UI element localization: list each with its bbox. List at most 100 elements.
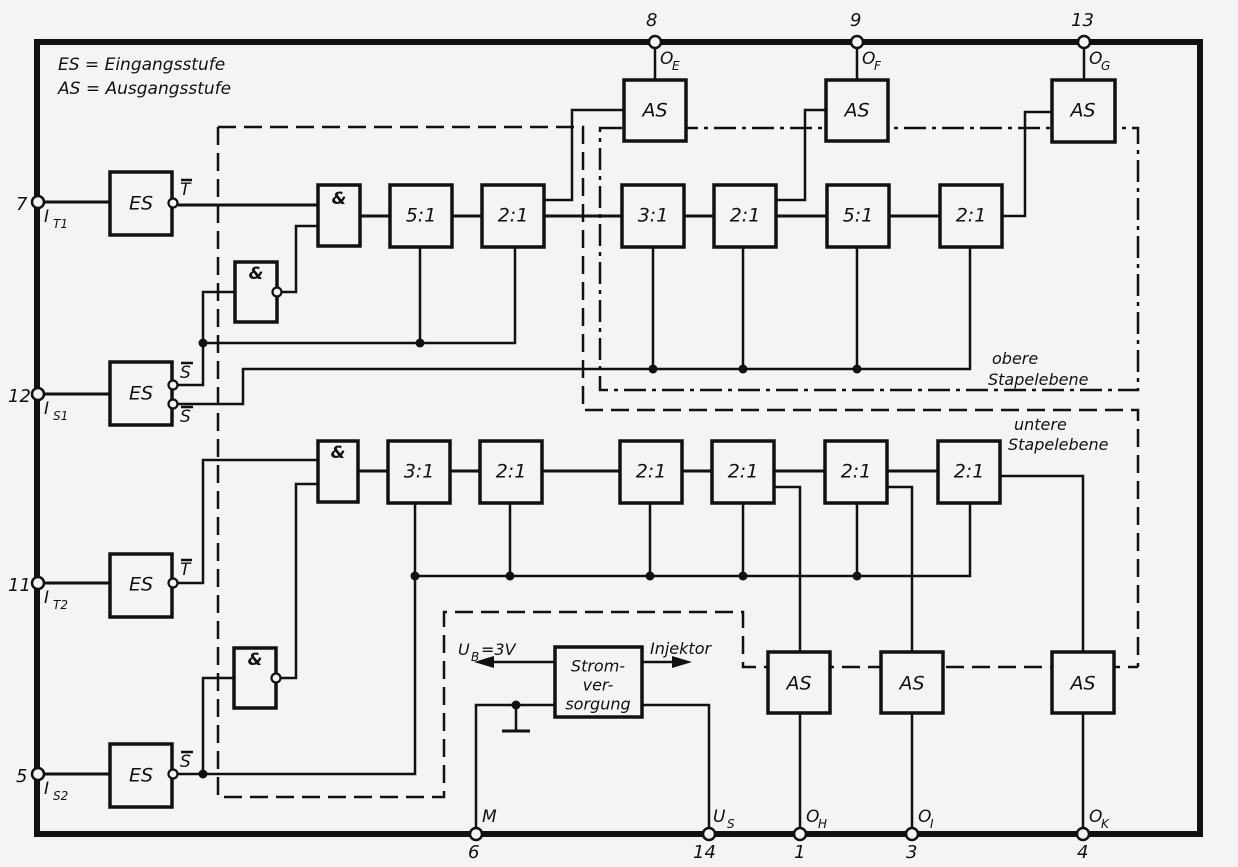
svg-text:H: H [818, 817, 827, 831]
svg-text:F: F [874, 59, 882, 73]
ic-outline [34, 39, 1203, 837]
svg-text:AS: AS [784, 673, 811, 695]
and-gate-upper-main: & [316, 183, 362, 248]
svg-text:&: & [331, 443, 346, 463]
pin-14-us: U S 14 [693, 807, 735, 863]
svg-text:Strom-: Strom- [571, 657, 625, 676]
svg-text:ES: ES [129, 193, 153, 215]
svg-text:S2: S2 [53, 789, 68, 803]
divider-lower-2-1-a: 2:1 [478, 439, 544, 505]
lower-stack-boundary [216, 127, 1138, 799]
svg-text:9: 9 [850, 10, 861, 31]
svg-text:T2: T2 [53, 598, 68, 612]
svg-text:2:1: 2:1 [730, 205, 761, 227]
svg-text:S1: S1 [53, 409, 68, 423]
svg-text:2:1: 2:1 [498, 205, 529, 227]
svg-text:ES = Eingangsstufe: ES = Eingangsstufe [58, 55, 225, 75]
svg-text:ES: ES [129, 765, 153, 787]
divider-lower-2-1-e: 2:1 [936, 439, 1002, 505]
pin-6-m: M 6 [468, 807, 497, 863]
divider-lower-2-1-c: 2:1 [710, 439, 776, 505]
svg-text:AS: AS [897, 673, 924, 695]
divider-upper-3-1: 3:1 [620, 183, 686, 249]
junctions [198, 338, 862, 779]
svg-text:I: I [44, 779, 49, 799]
svg-text:2:1: 2:1 [636, 461, 667, 483]
svg-text:ES: ES [129, 574, 153, 596]
svg-text:S: S [180, 752, 191, 772]
divider-upper-2-1-b: 2:1 [712, 183, 778, 249]
pin-3-oi: O I 3 [904, 807, 934, 863]
pin-4-ok: O K 4 [1075, 807, 1110, 863]
svg-text:O: O [1089, 807, 1102, 827]
svg-text:=3V: =3V [481, 640, 517, 659]
svg-text:3:1: 3:1 [638, 205, 669, 227]
svg-text:O: O [862, 49, 875, 69]
es-block-t2: ES [108, 552, 179, 619]
svg-text:O: O [1089, 49, 1102, 69]
svg-text:T1: T1 [53, 217, 68, 231]
svg-text:1: 1 [794, 842, 805, 863]
divider-upper-5-1-a: 5:1 [388, 183, 454, 249]
svg-text:I: I [44, 207, 49, 227]
svg-text:AS: AS [842, 100, 869, 122]
svg-text:12: 12 [8, 386, 31, 407]
svg-text:K: K [1101, 817, 1110, 831]
pin-13-og: 13 O G [1071, 10, 1110, 73]
svg-text:G: G [1101, 59, 1110, 73]
svg-text:2:1: 2:1 [954, 461, 985, 483]
svg-text:2:1: 2:1 [496, 461, 527, 483]
svg-text:untere: untere [1014, 415, 1067, 434]
es-signal-labels: T S S T S [180, 178, 193, 772]
as-output-h: AS [766, 650, 832, 715]
svg-text:4: 4 [1077, 842, 1088, 863]
svg-text:E: E [672, 59, 680, 73]
svg-text:Stapelebene: Stapelebene [988, 370, 1089, 389]
svg-text:&: & [332, 189, 347, 209]
svg-text:5: 5 [16, 766, 27, 787]
wiring [42, 42, 1086, 834]
svg-text:AS: AS [1068, 100, 1095, 122]
es-block-t1: ES [108, 170, 179, 237]
svg-text:AS = Ausgangsstufe: AS = Ausgangsstufe [57, 79, 231, 99]
svg-text:7: 7 [16, 194, 28, 215]
legend: ES = Eingangsstufe AS = Ausgangsstufe [57, 55, 231, 99]
es-block-s1: ES [108, 360, 179, 427]
svg-text:&: & [249, 264, 264, 284]
svg-text:O: O [660, 49, 673, 69]
lower-plane-label: untere Stapelebene [1008, 415, 1109, 454]
svg-text:AS: AS [1068, 673, 1095, 695]
svg-text:Stapelebene: Stapelebene [1008, 435, 1109, 454]
svg-text:2:1: 2:1 [728, 461, 759, 483]
svg-text:S: S [180, 363, 191, 383]
upper-stack-plane [598, 126, 1140, 392]
svg-text:&: & [248, 650, 263, 670]
and-gate-upper-aux: & [233, 260, 283, 324]
as-output-i: AS [879, 650, 945, 715]
svg-text:T: T [180, 560, 192, 580]
as-output-f: AS [824, 78, 890, 143]
svg-text:I: I [44, 588, 49, 608]
svg-text:U: U [713, 807, 726, 827]
and-gate-lower-aux: & [232, 646, 282, 710]
svg-text:8: 8 [646, 10, 657, 31]
divider-upper-5-1-b: 5:1 [825, 183, 891, 249]
svg-text:Injektor: Injektor [650, 639, 712, 658]
as-output-e: AS [622, 78, 688, 143]
divider-lower-3-1: 3:1 [386, 439, 452, 505]
svg-text:M: M [482, 807, 497, 827]
svg-text:13: 13 [1071, 10, 1094, 31]
svg-text:O: O [918, 807, 931, 827]
svg-text:B: B [471, 650, 479, 664]
svg-text:14: 14 [693, 842, 716, 863]
and-gate-lower-main: & [316, 439, 360, 504]
pin-8-oe: 8 O E [646, 10, 680, 73]
svg-text:2:1: 2:1 [956, 205, 987, 227]
svg-text:U: U [458, 640, 470, 659]
svg-text:I: I [930, 817, 934, 831]
es-block-s2: ES [108, 742, 179, 809]
svg-text:5:1: 5:1 [406, 205, 437, 227]
svg-text:2:1: 2:1 [841, 461, 872, 483]
power-supply-block: Strom- ver- sorgung [553, 645, 644, 719]
